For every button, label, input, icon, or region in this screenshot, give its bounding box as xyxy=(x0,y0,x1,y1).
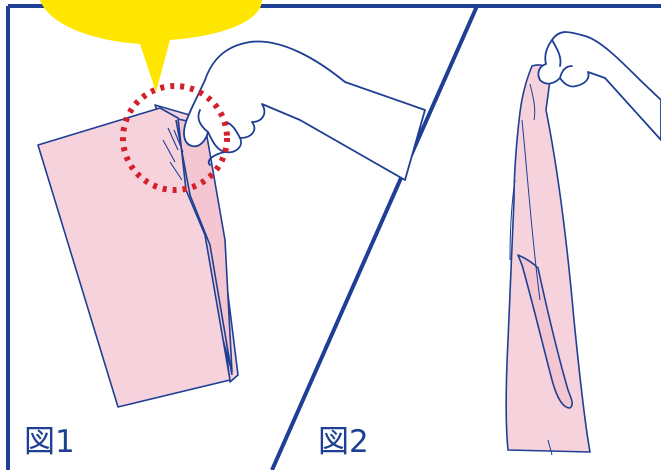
hand-illustration xyxy=(537,31,661,141)
panel-divider xyxy=(270,5,479,470)
hanging-garment-illustration xyxy=(505,64,591,456)
figure-1-label: 図1 xyxy=(24,424,75,460)
dotted-highlight-circle xyxy=(120,83,230,193)
callout-bubble xyxy=(40,0,262,92)
folded-garment-illustration xyxy=(37,104,239,408)
figure-2-label: 図2 xyxy=(318,424,369,460)
